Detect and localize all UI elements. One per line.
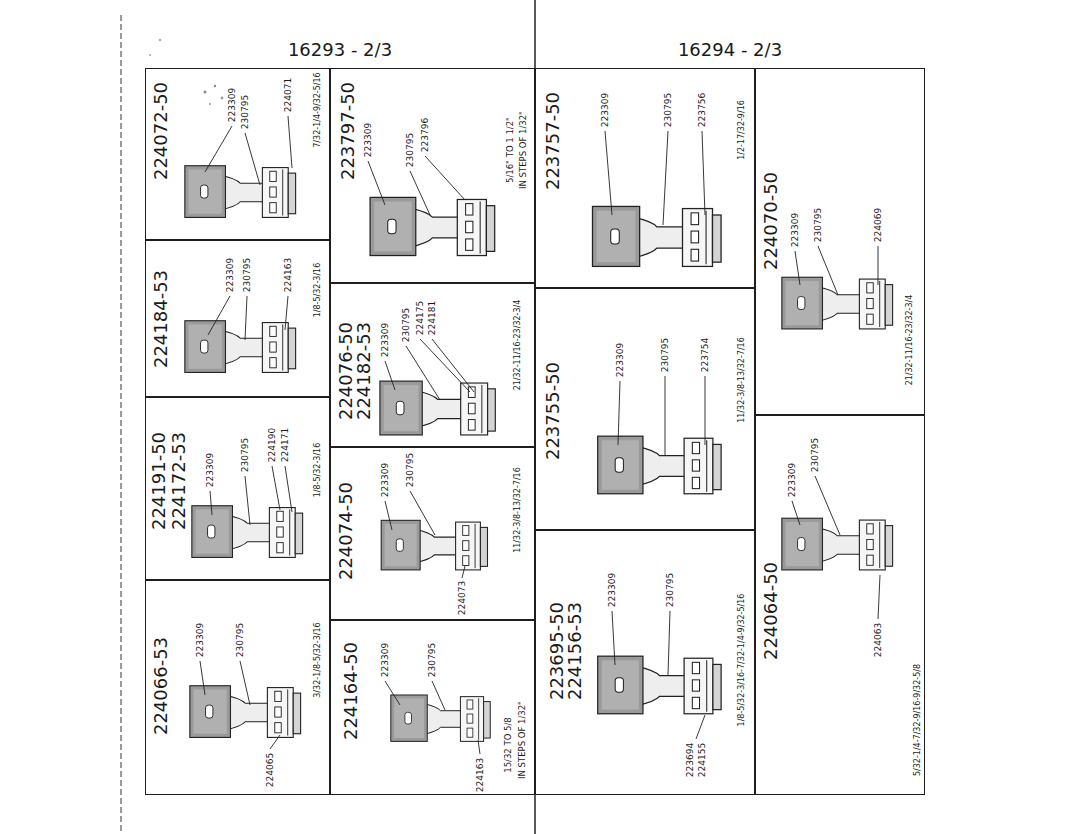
dimension-note: 21/32-11/16-23/32-3/4 xyxy=(514,300,522,391)
part-number: 223757-50 xyxy=(544,92,562,190)
part-number: 223695-50 xyxy=(548,602,566,700)
catalog-cell: 224191-50224172-53 xyxy=(145,397,330,580)
catalog-cell: 224184-53 xyxy=(145,240,330,397)
callout-number: 223754 xyxy=(701,338,710,372)
catalog-cell: 223797-50 xyxy=(330,68,535,283)
dimension-note: 15/32 TO 5/8 xyxy=(504,717,513,772)
callout-number: 230795 xyxy=(666,573,675,607)
callout-number: 224175 xyxy=(416,301,425,335)
callout-number: 224069 xyxy=(874,208,883,242)
sheet-number: 16294 - 2/3 xyxy=(678,41,782,59)
part-number: 224184-53 xyxy=(152,270,170,368)
part-number: 224070-50 xyxy=(762,172,780,270)
callout-number: 224073 xyxy=(458,581,467,615)
dimension-note: IN STEPS OF 1/32" xyxy=(518,701,527,779)
callout-number: 230795 xyxy=(661,338,670,372)
callout-number: 230795 xyxy=(406,453,415,487)
catalog-cell: 223757-50 xyxy=(535,68,755,288)
catalog-cell: 224066-53 xyxy=(145,580,330,795)
callout-number: 230795 xyxy=(243,258,252,292)
callout-number: 224071 xyxy=(284,78,293,112)
sheet-number: 16293 - 2/3 xyxy=(288,41,392,59)
dimension-note: 11/32-3/8-13/32-7/16 xyxy=(514,467,522,553)
callout-number: 223309 xyxy=(206,453,215,487)
callout-number: 230795 xyxy=(406,133,415,167)
callout-number: 230795 xyxy=(664,93,673,127)
callout-number: 224171 xyxy=(281,428,290,462)
dimension-note: 1/8-5/32-3/16 xyxy=(314,263,322,318)
part-number: 224064-50 xyxy=(762,562,780,660)
callout-number: 223309 xyxy=(616,343,625,377)
callout-number: 223694 xyxy=(686,743,695,777)
dimension-note: 1/2-17/32-9/16 xyxy=(738,100,746,160)
dimension-note: 7/32-1/4-9/32-5/16 xyxy=(314,72,322,147)
callout-number: 230795 xyxy=(236,623,245,657)
callout-number: 224155 xyxy=(698,743,707,777)
catalog-cell: 224072-50 xyxy=(145,68,330,240)
callout-number: 224063 xyxy=(874,623,883,657)
catalog-cell: 224064-50 xyxy=(755,415,925,795)
callout-number: 223756 xyxy=(698,93,707,127)
part-number: 224172-53 xyxy=(170,432,188,530)
catalog-cell: 223755-50 xyxy=(535,288,755,530)
callout-number: 223309 xyxy=(196,623,205,657)
callout-number: 223309 xyxy=(791,213,800,247)
dimension-note: 21/32-11/16-23/32-3/4 xyxy=(906,295,914,386)
callout-number: 223309 xyxy=(381,463,390,497)
catalog-cell: 224074-50 xyxy=(330,447,535,620)
part-number: 224156-53 xyxy=(566,602,584,700)
callout-number: 223309 xyxy=(364,123,373,157)
dimension-note: IN STEPS OF 1/32" xyxy=(519,111,528,189)
dimension-note: 3/32-1/8-5/32-3/16 xyxy=(314,622,322,697)
dimension-note: 1/8-5/32-3/16 xyxy=(314,443,322,498)
callout-number: 224163 xyxy=(476,758,485,792)
callout-number: 224065 xyxy=(266,753,275,787)
part-number: 223797-50 xyxy=(339,82,357,180)
dimension-note: 1/8-5/32-3/16-7/32-1/4-9/32-5/16 xyxy=(738,594,746,727)
callout-number: 223309 xyxy=(228,88,237,122)
part-number: 224074-50 xyxy=(337,482,355,580)
callout-number: 224181 xyxy=(428,301,437,335)
callout-number: 230795 xyxy=(241,438,250,472)
dimension-note: 5/32-1/4-7/32-9/16-9/32-5/8 xyxy=(914,664,922,776)
dimension-note: 5/16" TO 1 1/2" xyxy=(506,117,515,183)
catalog-cell: 224070-50 xyxy=(755,68,925,415)
part-number: 224072-50 xyxy=(152,82,170,180)
callout-number: 224190 xyxy=(268,428,277,462)
part-number: 224066-53 xyxy=(152,637,170,735)
part-number: 224164-50 xyxy=(342,642,360,740)
part-number: 224191-50 xyxy=(150,432,168,530)
callout-number: 230795 xyxy=(402,308,411,342)
callout-number: 224163 xyxy=(284,258,293,292)
part-number: 224076-50 xyxy=(337,322,355,420)
callout-number: 230795 xyxy=(428,643,437,677)
callout-number: 223309 xyxy=(788,463,797,497)
callout-number: 223309 xyxy=(608,573,617,607)
dimension-note: 11/32-3/8-13/32-7/16 xyxy=(738,337,746,423)
callout-number: 230795 xyxy=(814,208,823,242)
catalog-cell: 223695-50224156-53 xyxy=(535,530,755,795)
part-number: 223755-50 xyxy=(544,362,562,460)
callout-number: 223796 xyxy=(421,118,430,152)
callout-number: 223309 xyxy=(381,323,390,357)
callout-number: 223309 xyxy=(226,258,235,292)
callout-number: 223309 xyxy=(381,643,390,677)
callout-number: 230795 xyxy=(811,438,820,472)
callout-number: 230795 xyxy=(241,95,250,129)
callout-number: 223309 xyxy=(601,93,610,127)
part-number: 224182-53 xyxy=(355,322,373,420)
